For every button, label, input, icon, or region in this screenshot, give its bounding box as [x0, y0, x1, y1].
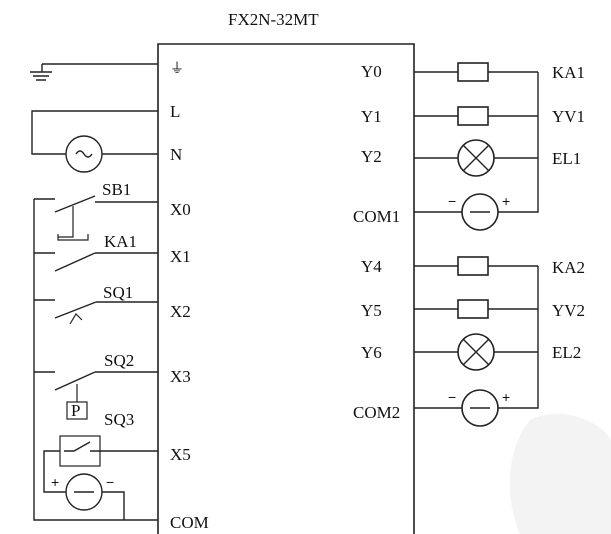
terminal-y5: Y5 — [361, 301, 382, 320]
terminal-com: COM — [170, 513, 209, 532]
ka1-contact-label: KA1 — [104, 232, 137, 251]
yv2-label: YV2 — [552, 301, 585, 320]
plc-body — [157, 43, 415, 534]
pressure-sensor-icon — [66, 401, 88, 420]
ka1-contact — [54, 252, 158, 272]
sq3-supply-minus: − — [106, 474, 114, 490]
sq3-proximity-switch — [43, 435, 158, 520]
el2-label: EL2 — [552, 343, 581, 362]
ka1-coil-label: KA1 — [552, 63, 585, 82]
plc-model-title: FX2N-32MT — [228, 10, 319, 29]
sq1-limit-switch — [54, 301, 158, 325]
com1-supply-plus: + — [502, 193, 510, 209]
yv1-label: YV1 — [552, 107, 585, 126]
ground-terminal-icon: ⏚ — [170, 60, 184, 76]
terminal-y6: Y6 — [361, 343, 382, 362]
sq3-supply-plus: + — [51, 474, 59, 490]
output-group-1-wiring — [414, 62, 539, 231]
terminal-n: N — [170, 145, 182, 164]
terminal-x3: X3 — [170, 367, 191, 386]
terminal-x5: X5 — [170, 445, 191, 464]
ground-wiring — [30, 63, 158, 81]
terminal-com1: COM1 — [353, 207, 400, 226]
sq3-label: SQ3 — [104, 410, 134, 429]
ka1-coil — [457, 62, 489, 82]
terminal-x0: X0 — [170, 200, 191, 219]
sb1-label: SB1 — [102, 180, 131, 199]
terminal-y1: Y1 — [361, 107, 382, 126]
sq2-label: SQ2 — [104, 351, 134, 370]
terminal-x2: X2 — [170, 302, 191, 321]
output-group-2-wiring — [414, 256, 539, 427]
yv2-coil — [457, 299, 489, 319]
input-common-rail — [33, 198, 158, 521]
ac-power-supply — [31, 110, 158, 173]
terminal-y4: Y4 — [361, 257, 382, 276]
com1-supply-minus: − — [448, 193, 456, 209]
ka2-coil-label: KA2 — [552, 258, 585, 277]
yv1-coil — [457, 106, 489, 126]
com2-supply-minus: − — [448, 389, 456, 405]
com2-supply-plus: + — [502, 389, 510, 405]
sq2-pressure-switch — [54, 371, 158, 420]
terminal-y0: Y0 — [361, 62, 382, 81]
watermark-decoration — [509, 413, 611, 534]
terminal-l: L — [170, 102, 180, 121]
ka2-coil — [457, 256, 489, 276]
terminal-y2: Y2 — [361, 147, 382, 166]
terminal-com2: COM2 — [353, 403, 400, 422]
el1-label: EL1 — [552, 149, 581, 168]
sb1-pushbutton — [54, 195, 158, 241]
sq1-label: SQ1 — [103, 283, 133, 302]
p-sensor-label: P — [71, 401, 80, 420]
terminal-x1: X1 — [170, 247, 191, 266]
